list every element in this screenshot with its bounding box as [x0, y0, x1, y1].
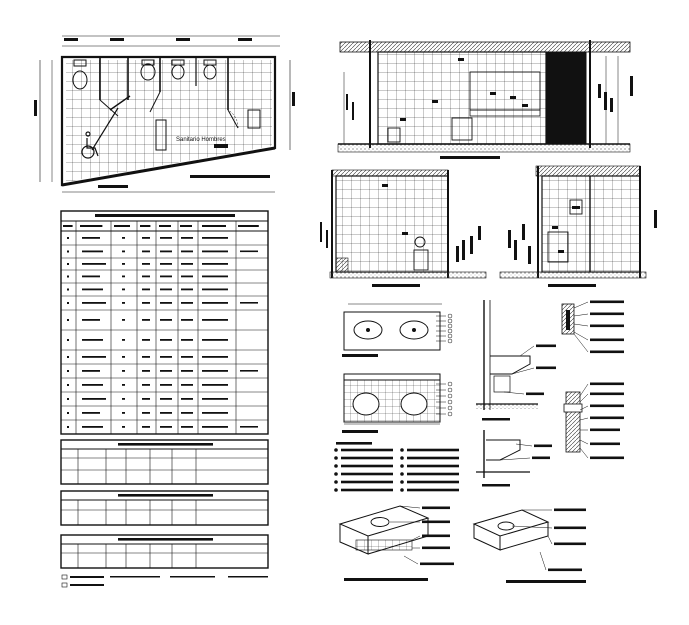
detail-small-2	[563, 382, 624, 460]
section-detail-2	[476, 430, 552, 478]
table-legend	[61, 574, 268, 588]
schedule-table-3	[60, 490, 269, 526]
notes-list	[334, 442, 459, 492]
counter-plan	[343, 303, 453, 351]
accessible-icon	[81, 131, 99, 159]
room-label: Sanitario Hombres	[176, 137, 226, 143]
floor-plan	[34, 35, 295, 193]
section-detail-1	[476, 300, 556, 410]
elevation-a	[337, 40, 633, 153]
isometric-double-vanity	[338, 505, 454, 566]
counter-elevation	[343, 373, 453, 425]
schedule-table-2	[60, 439, 269, 485]
elevation-b	[320, 169, 487, 279]
detail-small-1	[561, 300, 624, 354]
isometric-single-vanity	[472, 508, 586, 572]
schedule-table-main	[60, 210, 269, 435]
schedule-table-4	[60, 534, 269, 569]
elevation-c	[499, 165, 657, 279]
